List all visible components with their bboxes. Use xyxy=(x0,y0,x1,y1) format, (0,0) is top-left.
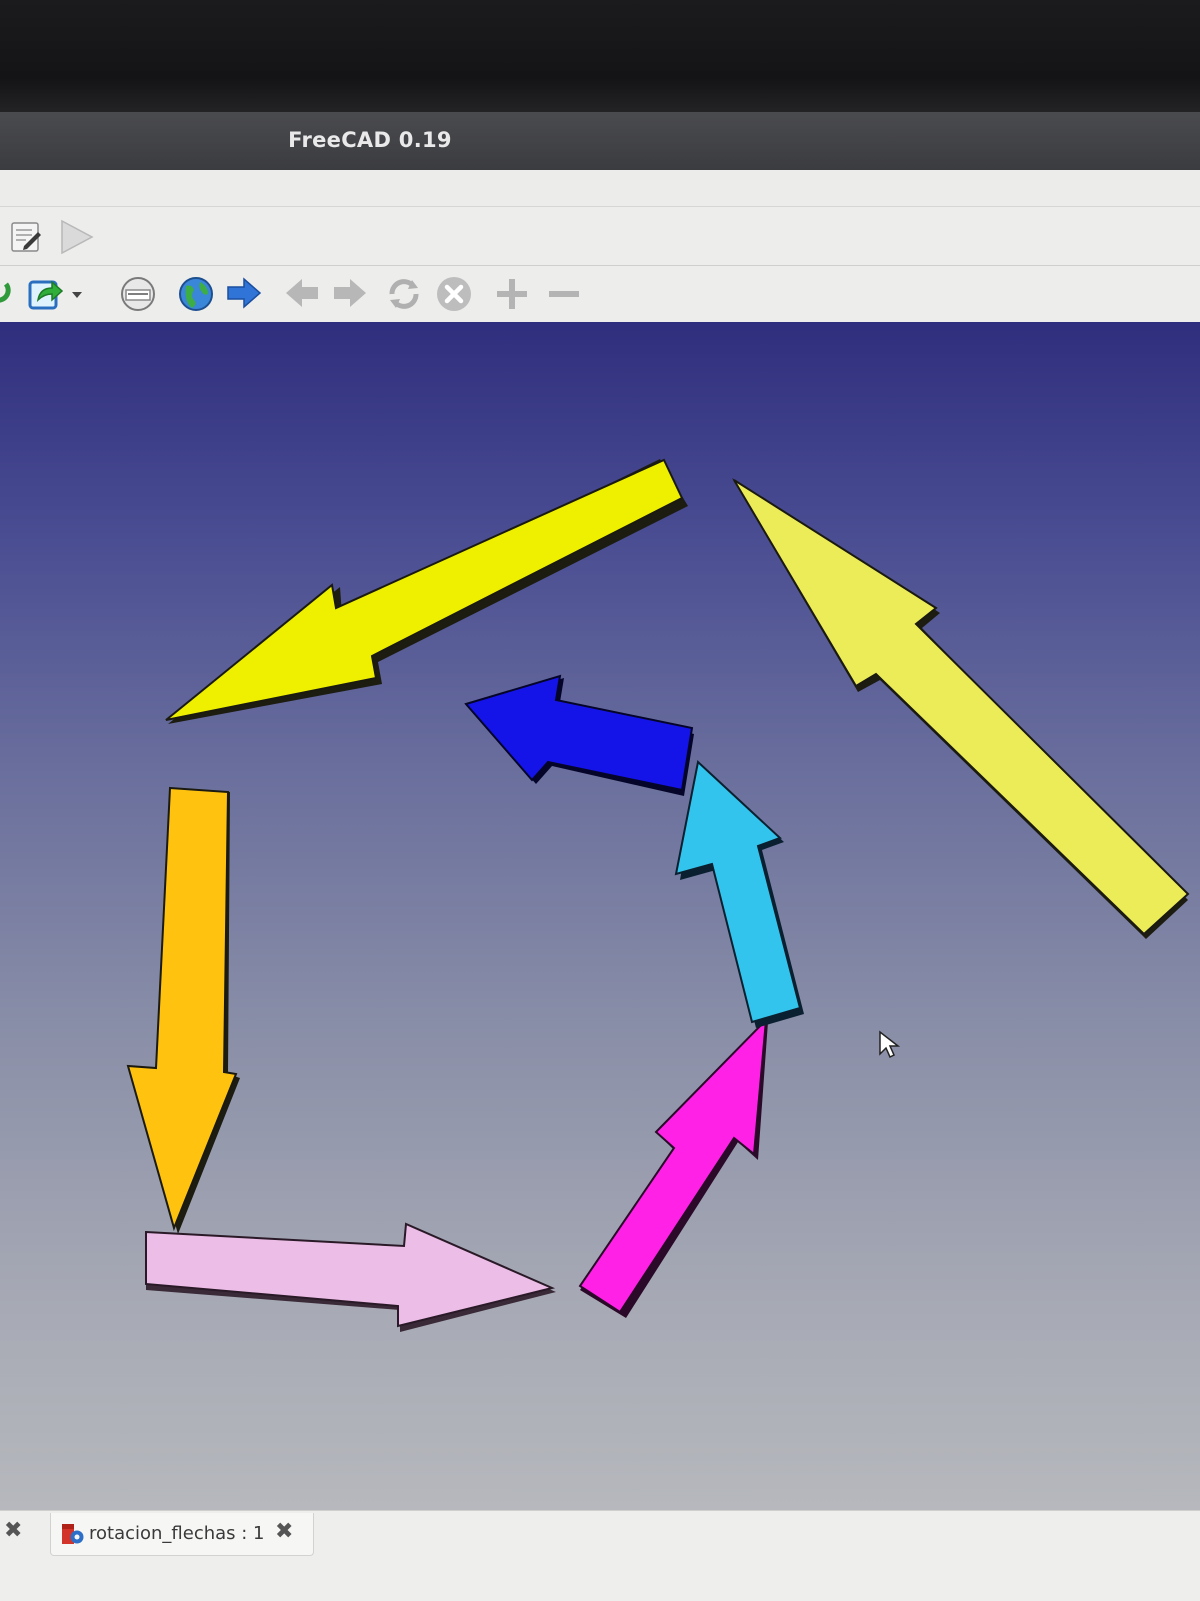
document-tab[interactable]: rotacion_flechas : 1 ✖ xyxy=(50,1513,314,1556)
refresh-icon[interactable] xyxy=(0,276,16,312)
arrow-blue[interactable] xyxy=(464,674,694,796)
next-icon[interactable] xyxy=(332,276,368,310)
arrow-yellow-top[interactable] xyxy=(165,458,688,724)
scene-canvas xyxy=(126,458,1190,1332)
macro-edit-icon[interactable] xyxy=(8,219,44,255)
arrow-orange-left[interactable] xyxy=(126,786,240,1234)
zoom-in-icon[interactable] xyxy=(494,276,530,312)
zoom-out-icon[interactable] xyxy=(546,276,582,312)
back-icon[interactable] xyxy=(284,276,320,310)
web-icon[interactable] xyxy=(118,274,158,314)
arrow-magenta[interactable] xyxy=(578,1017,768,1318)
window-title: FreeCAD 0.19 xyxy=(288,128,452,152)
stop-icon[interactable] xyxy=(434,274,474,314)
arrow-pink-bottom[interactable] xyxy=(145,1222,556,1332)
monitor-bezel xyxy=(0,0,1200,112)
macro-execute-icon[interactable] xyxy=(56,217,96,257)
forward-blue-icon[interactable] xyxy=(226,276,262,310)
mouse-cursor-icon xyxy=(879,1030,900,1059)
export-icon[interactable] xyxy=(26,274,66,314)
arrow-yellow-right[interactable] xyxy=(732,478,1190,939)
arrow-cyan[interactable] xyxy=(674,760,804,1028)
title-bar xyxy=(0,112,1200,170)
3d-viewport[interactable] xyxy=(0,322,1200,1510)
freecad-logo-icon xyxy=(62,1524,84,1544)
document-tab-close-icon[interactable]: ✖ xyxy=(275,1519,294,1544)
globe-icon[interactable] xyxy=(176,274,216,314)
close-all-icon[interactable]: ✖ xyxy=(4,1518,23,1543)
web-toolbar xyxy=(0,266,1200,323)
document-tab-label: rotacion_flechas : 1 xyxy=(89,1523,265,1544)
refresh-page-icon[interactable] xyxy=(386,276,422,312)
macro-toolbar xyxy=(0,207,1200,266)
dropdown-arrow-icon[interactable] xyxy=(70,290,84,300)
menu-bar xyxy=(0,170,1200,207)
